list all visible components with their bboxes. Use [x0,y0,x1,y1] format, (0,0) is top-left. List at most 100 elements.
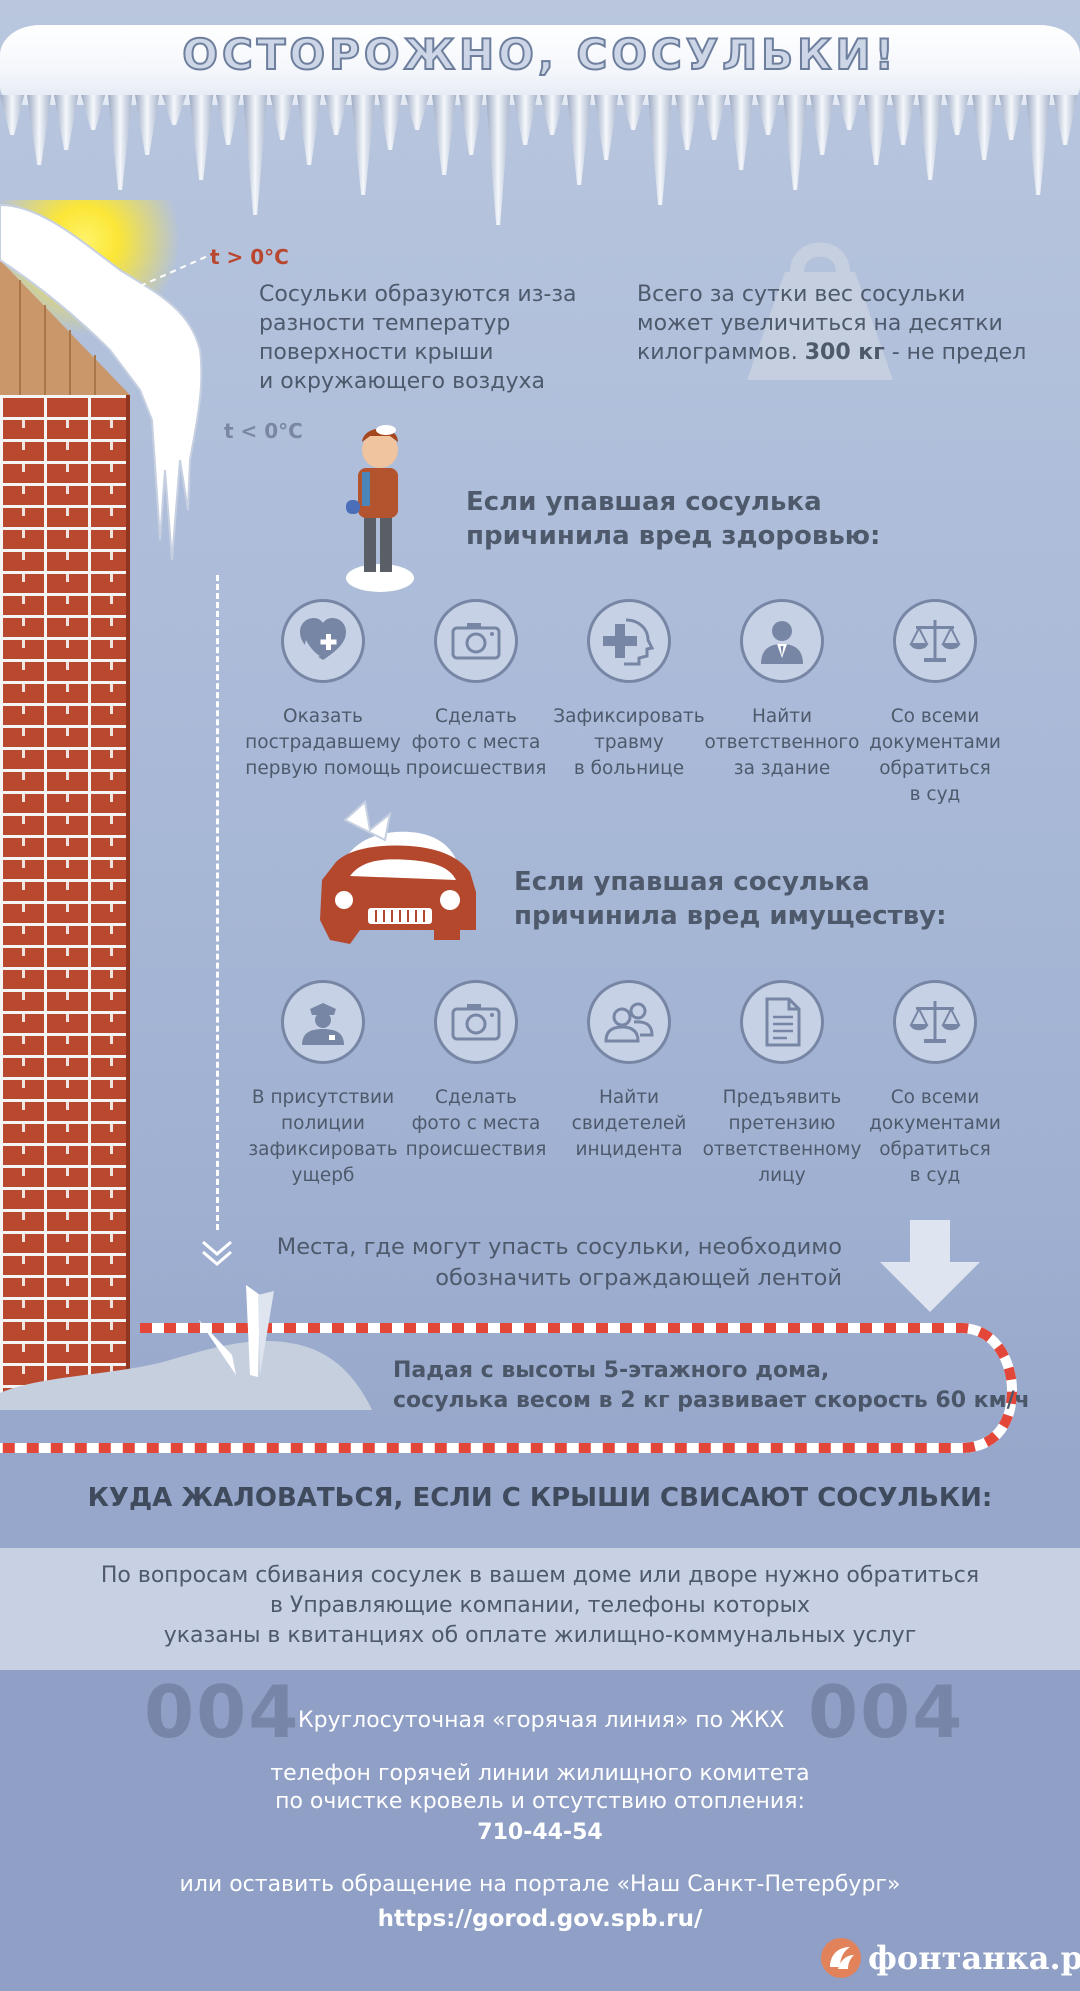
icicle [135,95,160,155]
property-heading: Если упавшая сосулька причинила вред иму… [514,865,947,933]
icicle [648,95,673,205]
scales-icon [893,980,977,1064]
arrow-down-icon [880,1220,980,1312]
witnesses-icon [587,980,671,1064]
damaged-car-illustration [320,800,476,944]
document-icon [740,980,824,1064]
fact-line: Падая с высоты 5-этажного дома, [393,1358,830,1383]
icicle [189,95,214,180]
icicle [702,95,727,140]
temp-warm-label: t > 0°C [210,245,289,269]
icicle [1053,95,1078,145]
management-company-text: По вопросам сбивания сосулек в вашем дом… [0,1561,1080,1651]
icicle [378,95,403,150]
icicle [81,95,106,130]
police-officer-icon [281,980,365,1064]
icicle [675,95,700,150]
icicle [540,95,565,135]
icicle [324,95,349,135]
formation-text: Сосульки образуются из-за разности темпе… [259,280,599,396]
icicle [108,95,133,190]
scales-icon [893,599,977,683]
icicle [945,95,970,135]
heading-line: причинила вред здоровью: [466,521,881,551]
icicle [594,95,619,160]
icicle [162,95,187,125]
fontanka-logo-icon [821,1938,861,1978]
person-suit-icon [740,599,824,683]
icicle [27,95,52,165]
icicle [999,95,1024,140]
hotline-label: Круглосуточная «горячая линия» по ЖКХ [298,1708,785,1733]
icicle [486,95,511,225]
chevron-down-icon [202,1240,232,1266]
fontanka-logo[interactable]: фонтанка.ру [820,1935,1080,1981]
fact-line: сосулька весом в 2 кг развивает скорость… [393,1388,1030,1413]
portal-link[interactable]: https://gorod.gov.spb.ru/ [377,1906,703,1932]
heading-line: Если упавшая сосулька [466,487,822,517]
icicle [567,95,592,185]
weight-line: может увеличиться на десятки [637,311,1003,336]
barrier-tape [0,1323,1018,1453]
weight-line: Всего за сутки вес сосульки [637,282,966,307]
icicles-illustration [0,95,1078,225]
committee-phone[interactable]: 710-44-54 [477,1820,603,1845]
icicle [0,95,25,135]
formation-line: разности температур [259,311,511,336]
icicle [405,95,430,130]
heart-hand-icon [281,599,365,683]
contacts-band [0,1670,1080,1991]
weight-line: килограммов. 300 кг - не предел [637,340,1027,365]
icicle [432,95,457,175]
icicle [459,95,484,155]
icicle [297,95,322,165]
icicle [864,95,889,165]
fall-speed-fact: Падая с высоты 5-этажного дома, сосулька… [393,1356,1030,1416]
camera-icon [434,599,518,683]
medical-cross-icon [587,599,671,683]
complaints-heading: КУДА ЖАЛОВАТЬСЯ, ЕСЛИ С КРЫШИ СВИСАЮТ СО… [87,1483,993,1513]
committee-text: телефон горячей линии жилищного комитета… [0,1760,1080,1816]
hotline-number-left: 004 [144,1670,301,1754]
icicle [243,95,268,215]
weight-highlight: 300 кг [804,340,885,365]
formation-line: и окружающего воздуха [259,369,545,394]
weight-icon [747,242,893,380]
camera-icon [434,980,518,1064]
icicle [216,95,241,145]
info-line: указаны в квитанциях об оплате жилищно-к… [163,1623,917,1648]
icicle [1026,95,1051,195]
info-line: в Управляющие компании, телефоны которых [269,1593,811,1618]
icicle [513,95,538,145]
snow-pile-illustration [0,1285,372,1410]
injured-person-illustration [346,425,414,592]
warning-line: Места, где могут упасть сосульки, необхо… [276,1234,842,1260]
committee-line: телефон горячей линии жилищного комитета [270,1761,810,1786]
temperature-pointer-line [120,254,211,296]
icicle [756,95,781,135]
brick-wall-pattern [0,406,130,1400]
page-title: ОСТОРОЖНО, СОСУЛЬКИ! [181,29,898,80]
formation-line: Сосульки образуются из-за [259,282,577,307]
management-company-band [0,1548,1080,1670]
info-line: По вопросам сбивания сосулек в вашем дом… [100,1563,980,1588]
fontanka-logo-text: фонтанка.ру [868,1939,1080,1977]
weight-text: Всего за сутки вес сосульки может увелич… [637,280,1057,367]
icicle [54,95,79,150]
temp-cold-label: t < 0°C [224,419,303,443]
hotline-number-right: 004 [808,1670,965,1754]
icicle [918,95,943,180]
icicle [729,95,754,170]
house-illustration [0,200,203,561]
warning-line: обозначить ограждающей лентой [435,1265,842,1291]
icicle [810,95,835,155]
icicle [270,95,295,140]
